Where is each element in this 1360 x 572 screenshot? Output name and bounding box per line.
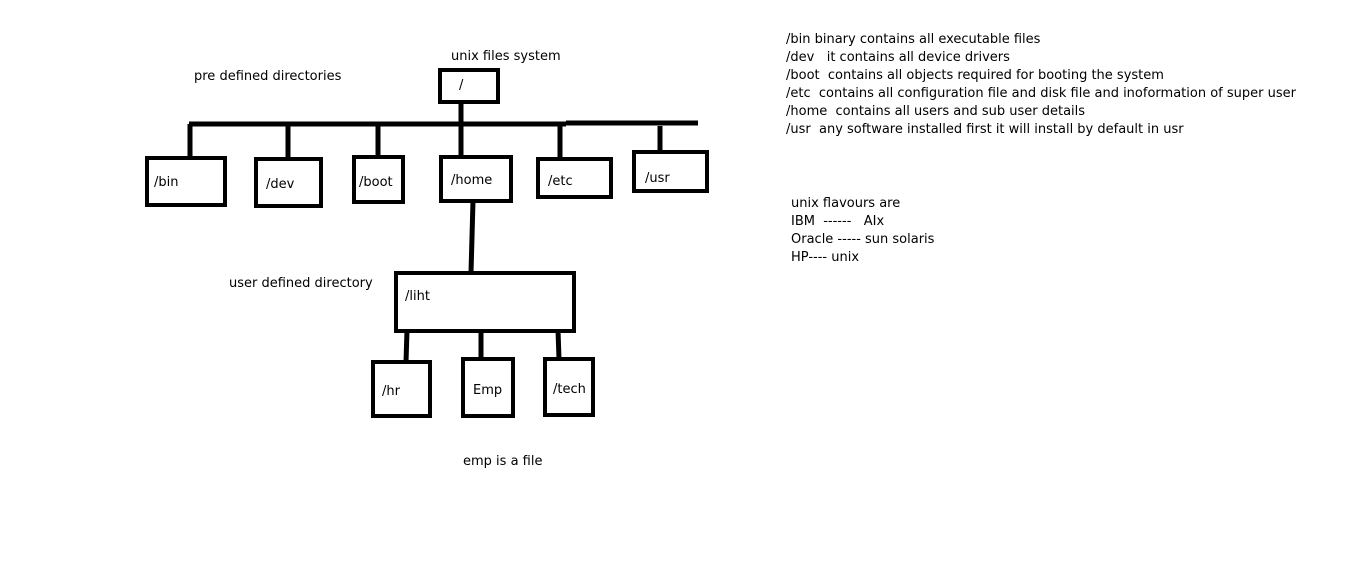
file-emp-label: Emp [473, 383, 503, 398]
dir-etc: /etc [536, 157, 613, 199]
dir-hr-label: /hr [382, 384, 400, 399]
note-line: /usr any software installed first it wil… [786, 122, 1184, 137]
dir-hr: /hr [371, 360, 432, 418]
file-emp: Emp [461, 357, 515, 418]
dir-home: /home [439, 155, 513, 203]
stem-hr [403, 329, 410, 363]
dir-etc-label: /etc [548, 174, 573, 189]
diagram-title: unix files system [451, 49, 561, 64]
userdefined-label: user defined directory [229, 276, 373, 291]
note-line: /bin binary contains all executable file… [786, 32, 1041, 47]
home-to-liht [468, 200, 476, 274]
note-line: /home contains all users and sub user de… [786, 104, 1086, 119]
dir-liht-label: /liht [405, 289, 430, 304]
note-line: /dev it contains all device drivers [786, 50, 1010, 65]
dir-usr: /usr [632, 150, 709, 193]
dir-home-label: /home [451, 173, 493, 188]
dir-usr-label: /usr [645, 171, 670, 186]
file-note: emp is a file [463, 454, 543, 469]
unix-flavours: unix flavours are IBM ------ AIx Oracle … [791, 195, 934, 267]
dir-boot-label: /boot [359, 175, 393, 190]
stem-tech [555, 329, 562, 360]
dir-dev-label: /dev [266, 177, 295, 192]
dir-bin: /bin [145, 156, 227, 207]
flavour-item: HP---- unix [791, 250, 860, 265]
dir-boot: /boot [352, 155, 405, 204]
dir-dev: /dev [254, 157, 323, 208]
directory-notes: /bin binary contains all executable file… [786, 31, 1296, 139]
flavour-item: IBM ------ AIx [791, 214, 885, 229]
note-line: /etc contains all configuration file and… [786, 86, 1296, 101]
dir-root: / [438, 68, 500, 104]
dir-root-label: / [459, 78, 464, 93]
flavours-heading: unix flavours are [791, 196, 901, 211]
dir-bin-label: /bin [154, 175, 179, 190]
note-line: /boot contains all objects required for … [786, 68, 1164, 83]
flavour-item: Oracle ----- sun solaris [791, 232, 935, 247]
predefined-label: pre defined directories [194, 69, 342, 84]
dir-tech-label: /tech [553, 382, 586, 397]
dir-liht: /liht [394, 271, 576, 333]
dir-tech: /tech [543, 357, 595, 417]
